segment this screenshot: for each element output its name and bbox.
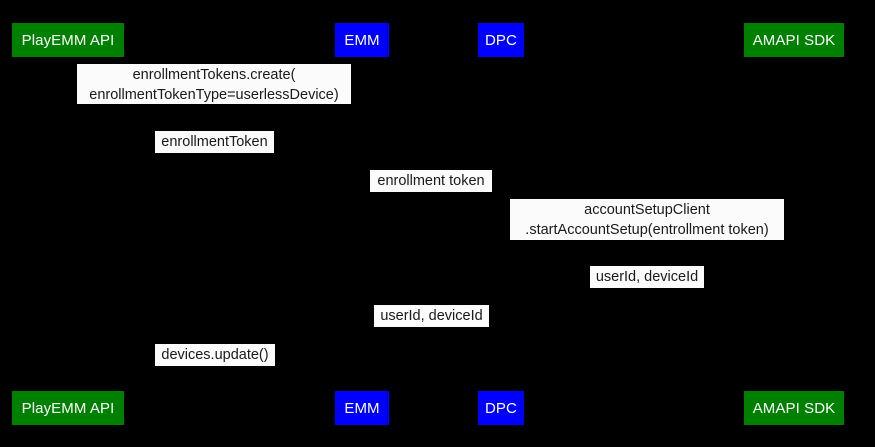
arrow-line-m1 [68,110,361,111]
participant-label: DPC [485,399,517,417]
message-label-m3: enrollment token [370,170,492,192]
arrow-head-m4 [784,241,793,251]
message-label-m1: enrollmentTokens.create( enrollmentToken… [77,64,351,104]
participant-label: AMAPI SDK [752,31,836,49]
participant-amapi-sdk-top[interactable]: AMAPI SDK [743,22,845,58]
arrow-head-m6 [361,326,370,336]
arrow-line-m7 [68,370,361,371]
message-label-m6: userId, deviceId [374,305,489,327]
lifeline-dpc [500,58,501,390]
participant-label: AMAPI SDK [752,399,836,417]
arrow-line-m6 [361,331,500,332]
arrow-line-m4 [500,246,793,247]
message-label-m5: userId, deviceId [590,266,704,288]
participant-playemm-api-bottom[interactable]: PlayEMM API [11,390,125,426]
message-label-m4: accountSetupClient .startAccountSetup(en… [510,199,784,240]
participant-label: EMM [344,399,380,417]
participant-label: DPC [485,31,517,49]
lifeline-amapi-sdk [793,58,794,390]
participant-dpc-bottom[interactable]: DPC [477,390,525,426]
arrow-line-m5 [500,292,793,293]
participant-emm-top[interactable]: EMM [334,22,390,58]
message-label-m7: devices.update() [155,344,275,366]
arrow-head-m1 [68,105,77,115]
arrow-head-m3 [491,191,500,201]
participant-amapi-sdk-bottom[interactable]: AMAPI SDK [743,390,845,426]
lifeline-emm [361,58,362,390]
lifeline-playemm-api [68,58,69,390]
participant-label: PlayEMM API [21,31,115,49]
participant-playemm-api-top[interactable]: PlayEMM API [11,22,125,58]
participant-label: EMM [344,31,380,49]
arrow-head-m7 [68,365,77,375]
participant-dpc-top[interactable]: DPC [477,22,525,58]
message-label-m2: enrollmentToken [155,131,274,153]
participant-label: PlayEMM API [21,399,115,417]
arrow-line-m2 [68,157,361,158]
arrow-head-m2 [352,152,361,162]
arrow-line-m3 [361,196,500,197]
participant-emm-bottom[interactable]: EMM [334,390,390,426]
arrow-head-m5 [500,287,509,297]
